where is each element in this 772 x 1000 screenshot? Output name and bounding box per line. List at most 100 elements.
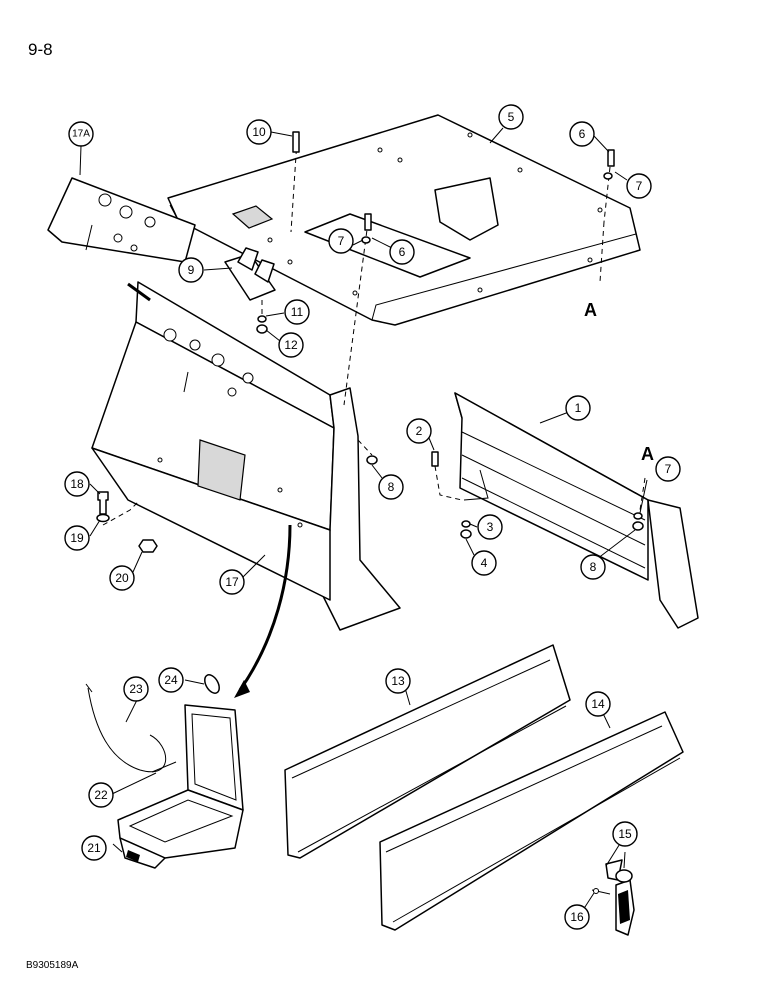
- bolt-6-path-lower: [343, 221, 369, 406]
- svg-text:7: 7: [665, 462, 672, 476]
- svg-text:13: 13: [391, 674, 405, 688]
- latch-assembly: [605, 859, 635, 936]
- cable-assembly: [85, 683, 167, 773]
- svg-text:6: 6: [399, 245, 406, 259]
- washer-7-upper: [603, 172, 613, 180]
- callout-12: 12: [278, 332, 304, 358]
- bolt-2: [431, 451, 439, 467]
- callout-1: 1: [565, 395, 591, 421]
- svg-text:10: 10: [252, 125, 266, 139]
- side-panel: [454, 392, 699, 629]
- callout-5: 5: [498, 104, 524, 130]
- page-number: 9-8: [28, 40, 53, 59]
- callout-14: 14: [585, 691, 611, 717]
- figure-code: B9305189A: [26, 960, 79, 971]
- svg-text:22: 22: [94, 788, 108, 802]
- svg-text:2: 2: [416, 424, 423, 438]
- cable-clamp: [204, 674, 220, 694]
- svg-text:17: 17: [225, 575, 239, 589]
- svg-text:12: 12: [284, 338, 298, 352]
- svg-text:16: 16: [570, 910, 584, 924]
- support-bracket: [224, 247, 276, 301]
- floor-plate: [167, 114, 641, 326]
- callout-24: 24: [158, 667, 184, 693]
- callout-7-side: 7: [655, 456, 681, 482]
- reference-letter-a-top: A: [584, 300, 597, 320]
- bolt-10: [292, 131, 300, 153]
- svg-text:1: 1: [575, 401, 582, 415]
- svg-text:21: 21: [87, 841, 101, 855]
- callout-11: 11: [284, 299, 310, 325]
- callout-20: 20: [109, 565, 135, 591]
- callout-17: 17: [219, 569, 245, 595]
- callout-3: 3: [477, 514, 503, 540]
- svg-text:24: 24: [164, 673, 178, 687]
- svg-text:7: 7: [636, 179, 643, 193]
- svg-text:7: 7: [338, 234, 345, 248]
- svg-text:11: 11: [291, 305, 304, 319]
- callout-16: 16: [564, 904, 590, 930]
- callout-18: 18: [64, 471, 90, 497]
- callout-10: 10: [246, 119, 272, 145]
- bolt-6-upper: [607, 149, 615, 167]
- pin: [151, 761, 177, 773]
- callout-7-top: 7: [626, 173, 652, 199]
- svg-text:18: 18: [70, 477, 84, 491]
- callout-6-top: 6: [569, 121, 595, 147]
- latch-pin: [591, 888, 611, 895]
- washer-11: [257, 315, 267, 323]
- storage-box: [117, 704, 244, 869]
- bolt-6-lower: [364, 213, 372, 231]
- svg-text:19: 19: [70, 531, 84, 545]
- callout-21: 21: [81, 835, 107, 861]
- bolt-18: [97, 491, 109, 515]
- callout-7-mid: 7: [328, 228, 354, 254]
- callout-leaders: [79, 127, 648, 911]
- callout-6-mid: 6: [389, 239, 415, 265]
- bolt-2-path: [434, 465, 463, 501]
- svg-text:9: 9: [188, 263, 195, 277]
- svg-text:14: 14: [591, 697, 605, 711]
- nut-4: [460, 529, 472, 539]
- callout-17a: 17A: [68, 121, 94, 147]
- callout-23: 23: [123, 676, 149, 702]
- svg-text:17A: 17A: [72, 129, 90, 140]
- control-panel-plate: [47, 177, 196, 263]
- callout-15: 15: [612, 821, 638, 847]
- nut-8-side: [632, 521, 644, 531]
- svg-text:8: 8: [388, 480, 395, 494]
- callout-22: 22: [88, 782, 114, 808]
- svg-text:15: 15: [618, 827, 632, 841]
- console-housing: [91, 281, 401, 631]
- callout-4: 4: [471, 550, 497, 576]
- nut-20: [138, 539, 158, 553]
- svg-text:6: 6: [579, 127, 586, 141]
- svg-text:20: 20: [115, 571, 129, 585]
- trim-panel-lower: [379, 711, 684, 931]
- callout-13: 13: [385, 668, 411, 694]
- nut-8-console: [366, 455, 378, 465]
- callout-19: 19: [64, 525, 90, 551]
- arrow-head-box: [234, 680, 250, 698]
- svg-text:8: 8: [590, 560, 597, 574]
- callout-8-side: 8: [580, 554, 606, 580]
- svg-text:5: 5: [508, 110, 515, 124]
- nut-8-path: [357, 439, 373, 456]
- svg-text:23: 23: [129, 682, 143, 696]
- washer-7-side: [633, 512, 643, 520]
- bolt-18-path: [102, 499, 141, 526]
- callout-9: 9: [178, 257, 204, 283]
- washer-7-lower: [361, 236, 371, 244]
- arrow-17a-to-console: [127, 282, 151, 302]
- nut-12: [256, 324, 268, 334]
- bolt-6-path-upper: [603, 157, 612, 223]
- arrow-console-to-box: [238, 524, 292, 691]
- svg-text:3: 3: [487, 520, 494, 534]
- reference-letter-a-side: A: [641, 444, 654, 464]
- callout-2: 2: [406, 418, 432, 444]
- bolt-A-path: [599, 221, 605, 283]
- washer-3: [461, 520, 471, 528]
- bolt-10-path: [290, 139, 298, 233]
- callout-8-console: 8: [378, 474, 404, 500]
